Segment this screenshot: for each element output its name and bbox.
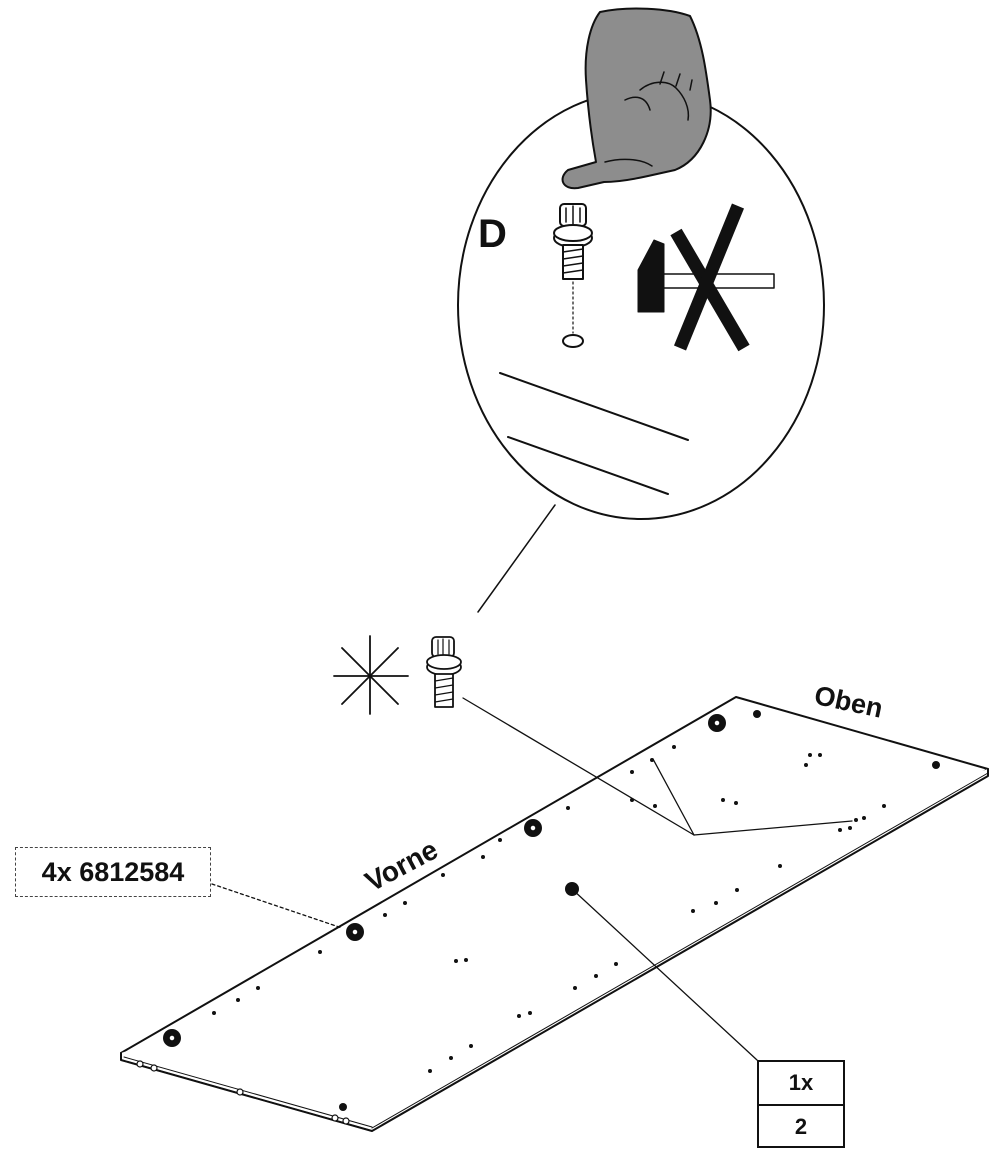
quantity-box: 1x 2 (757, 1060, 845, 1148)
magnifier-leader-line (477, 504, 556, 613)
part-number-text: 4x 6812584 (41, 856, 185, 887)
hammer-crossed-icon (637, 203, 775, 352)
panel-illustration (120, 696, 989, 1132)
screw-icon (553, 203, 593, 348)
screw-icon (426, 636, 462, 708)
hand-pressing-icon (561, 7, 712, 190)
step-label: D (478, 212, 507, 256)
screw-leader-lines (462, 697, 853, 1061)
part-id-value: 2 (759, 1104, 843, 1148)
panel-edge-line (499, 372, 689, 441)
asterisk-icon (333, 635, 409, 715)
panel-edge-line (507, 436, 669, 495)
part-number-callout: 4x 6812584 (15, 847, 211, 897)
part-callout-leader (211, 883, 343, 929)
quantity-value: 1x (788, 1070, 814, 1095)
